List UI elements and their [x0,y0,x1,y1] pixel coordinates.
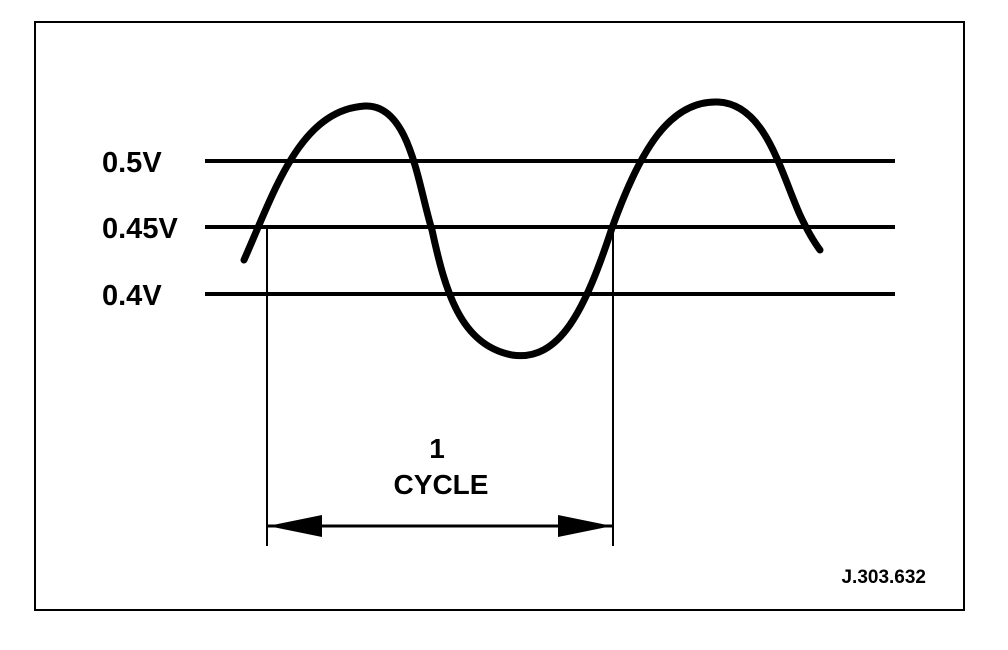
level-label-0.5v: 0.5V [102,147,162,179]
arrow-left-icon [268,515,322,537]
cycle-count-label: 1 [429,433,445,464]
level-label-0.45v: 0.45V [102,213,178,245]
voltage-waveform [240,98,824,360]
figure-reference: J.303.632 [841,567,926,588]
cycle-word-label: CYCLE [394,469,489,500]
arrow-right-icon [558,515,612,537]
diagram-frame [34,21,965,611]
level-label-0.4v: 0.4V [102,280,162,312]
